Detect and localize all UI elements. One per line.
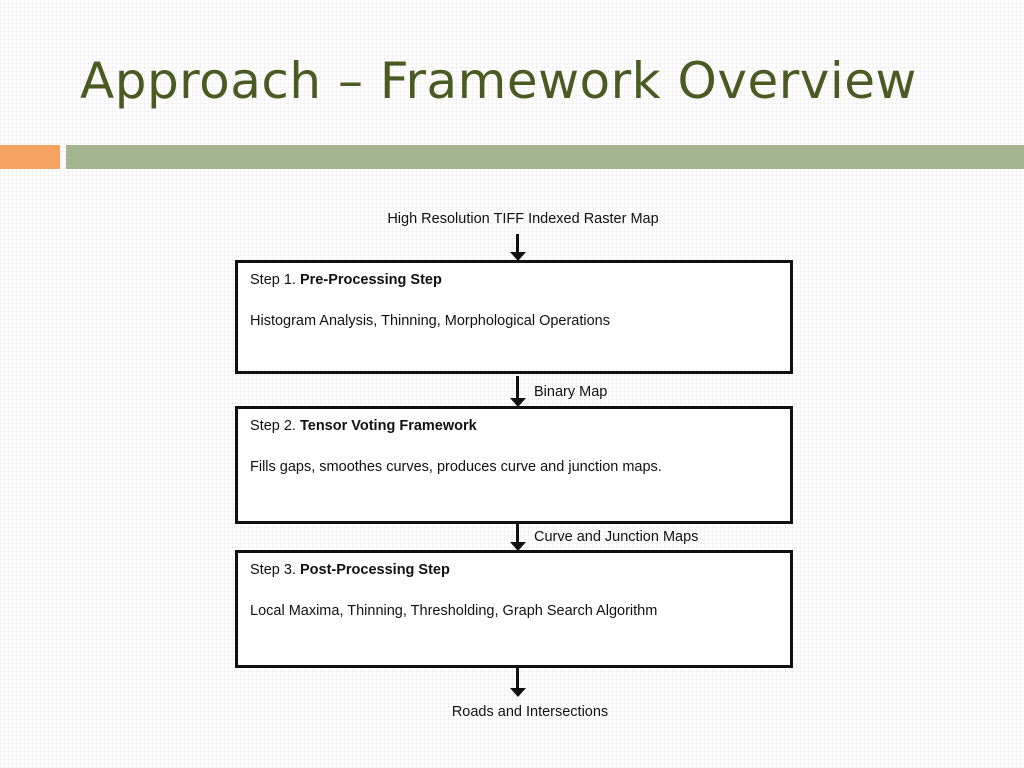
transition-curve-junction-maps: Curve and Junction Maps <box>534 529 699 545</box>
step-1-description: Histogram Analysis, Thinning, Morphologi… <box>250 313 610 329</box>
step-1-heading: Step 1. Pre-Processing Step <box>250 272 442 288</box>
step-2-prefix: Step 2. <box>250 418 296 434</box>
step-2-box: Step 2. Tensor Voting Framework Fills ga… <box>235 406 793 524</box>
step-1-name: Pre-Processing Step <box>299 272 442 288</box>
arrow-step-2-to-step-3 <box>510 523 526 551</box>
step-3-name: Post-Processing Step <box>299 562 450 578</box>
step-3-description: Local Maxima, Thinning, Thresholding, Gr… <box>250 603 658 619</box>
output-label: Roads and Intersections <box>451 704 609 720</box>
input-label: High Resolution TIFF Indexed Raster Map <box>387 211 659 227</box>
step-3-prefix: Step 3. <box>250 562 296 578</box>
transition-binary-map: Binary Map <box>534 384 608 400</box>
title-accent-bar <box>0 145 60 169</box>
title-divider-bar <box>66 145 1024 169</box>
step-1-prefix: Step 1. <box>250 272 296 288</box>
arrow-step-1-to-step-2 <box>510 376 526 407</box>
step-2-description: Fills gaps, smoothes curves, produces cu… <box>250 459 662 475</box>
slide-title: Approach – Framework Overview <box>80 52 917 110</box>
step-2-heading: Step 2. Tensor Voting Framework <box>250 418 477 434</box>
step-1-box: Step 1. Pre-Processing Step Histogram An… <box>235 260 793 374</box>
step-2-name: Tensor Voting Framework <box>299 418 477 434</box>
step-3-heading: Step 3. Post-Processing Step <box>250 562 450 578</box>
arrow-input-to-step-1 <box>510 234 526 261</box>
arrow-step-3-to-output <box>510 667 526 697</box>
step-3-box: Step 3. Post-Processing Step Local Maxim… <box>235 550 793 668</box>
